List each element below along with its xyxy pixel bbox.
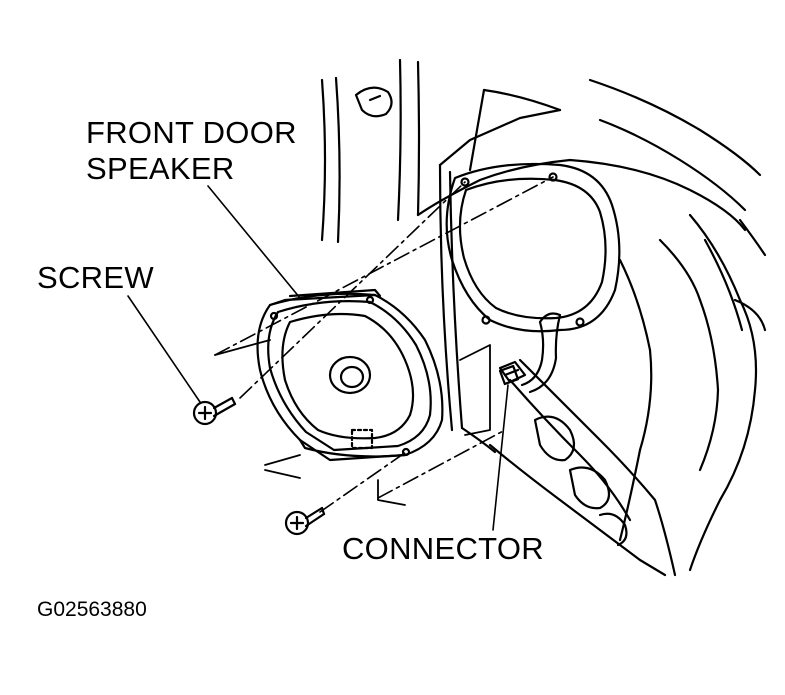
front-door-speaker (256, 288, 444, 462)
screw-icon (192, 396, 237, 426)
front-door-speaker-label-line1: FRONT DOOR (86, 115, 297, 150)
screw-label: SCREW (37, 260, 154, 295)
lower-door-shapes (460, 358, 677, 577)
front-door-speaker-label-line2: SPEAKER (86, 151, 235, 186)
door-frame (320, 58, 762, 432)
figure-id: G02563880 (37, 598, 147, 621)
speaker-mounting-ring (445, 162, 621, 333)
bracket-outlines (214, 339, 491, 506)
alignment-lines (214, 176, 554, 513)
connector-label: CONNECTOR (342, 531, 544, 566)
connector-assembly (498, 312, 562, 394)
leader-lines (127, 185, 509, 531)
screw-icon-lower (284, 506, 326, 536)
inner-door-panel (618, 213, 767, 572)
